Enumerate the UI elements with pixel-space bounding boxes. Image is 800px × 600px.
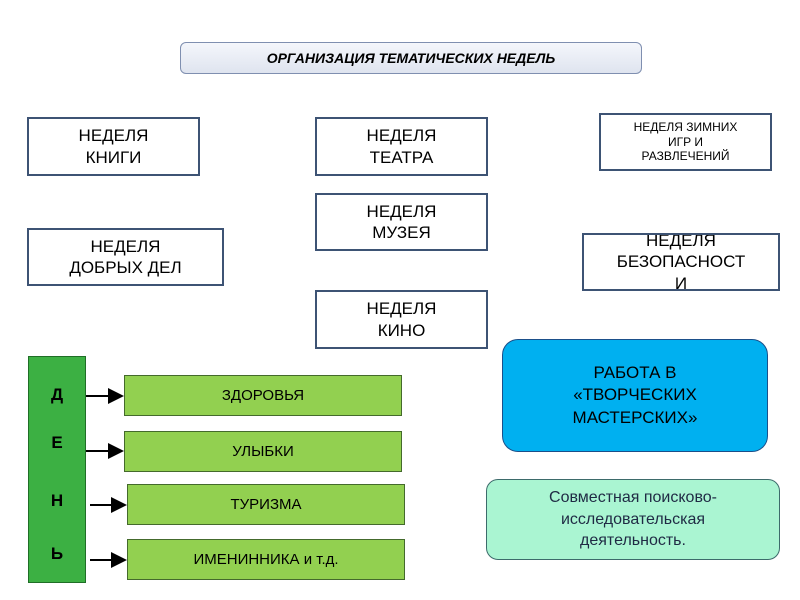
research-activity-box: Совместная поисково- исследовательская д… (486, 479, 780, 560)
day-letter: Е (51, 433, 63, 452)
day-letter: Д (50, 385, 64, 404)
week-safety-box: НЕДЕЛЯ БЕЗОПАСНОСТ И (582, 233, 780, 291)
day-letter: Ь (50, 544, 64, 563)
week-winter-games-box: НЕДЕЛЯ ЗИМНИХ ИГР И РАЗВЛЕЧЕНИЙ (599, 113, 772, 171)
day-vertical-box: Д Е Н Ь (28, 356, 86, 583)
week-good-deeds-box: НЕДЕЛЯ ДОБРЫХ ДЕЛ (27, 228, 224, 286)
day-smiles-box: УЛЫБКИ (124, 431, 402, 472)
week-museum-box: НЕДЕЛЯ МУЗЕЯ (315, 193, 488, 251)
creative-workshops-box: РАБОТА В «ТВОРЧЕСКИХ МАСТЕРСКИХ» (502, 339, 768, 452)
day-health-box: ЗДОРОВЬЯ (124, 375, 402, 416)
day-tourism-box: ТУРИЗМА (127, 484, 405, 525)
day-letter: Н (50, 491, 64, 510)
diagram-title: ОРГАНИЗАЦИЯ ТЕМАТИЧЕСКИХ НЕДЕЛЬ (180, 42, 642, 74)
week-books-box: НЕДЕЛЯ КНИГИ (27, 117, 200, 176)
week-theatre-box: НЕДЕЛЯ ТЕАТРА (315, 117, 488, 176)
day-birthday-box: ИМЕНИННИКА и т.д. (127, 539, 405, 580)
week-cinema-box: НЕДЕЛЯ КИНО (315, 290, 488, 349)
